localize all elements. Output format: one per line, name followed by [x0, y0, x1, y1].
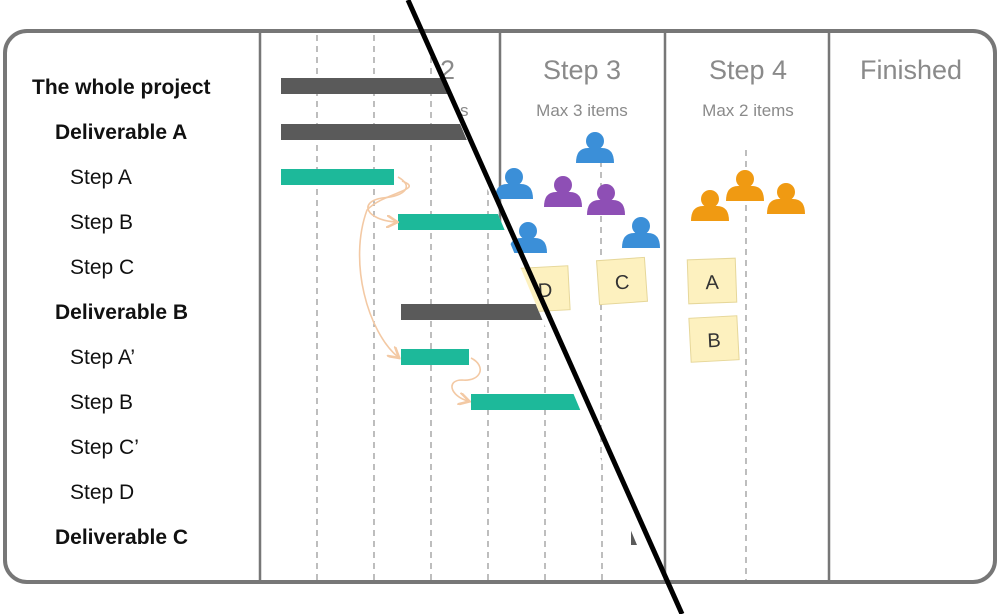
card-c: C	[595, 256, 649, 306]
column-title-finished: Finished	[860, 55, 962, 85]
split-divider-line	[405, 0, 685, 614]
task-label: Deliverable B	[55, 301, 188, 324]
task-label: Step C’	[70, 436, 139, 459]
dependency-arrows	[358, 176, 481, 401]
column-title-step-4: Step 4	[709, 55, 787, 85]
column-subtitle-step-2: s	[460, 101, 469, 120]
card-a-label: A	[705, 272, 720, 294]
bar-step-a	[281, 169, 394, 185]
gantt-half	[281, 35, 661, 580]
task-label: The whole project	[32, 76, 211, 99]
column-subtitle-step-3: Max 3 items	[536, 101, 628, 120]
bar-deliverable-b	[401, 304, 551, 320]
bar-step-b	[398, 214, 513, 230]
task-label: Step B	[70, 391, 133, 414]
kanban-cards: D C A B	[519, 256, 740, 363]
dependency-arrow	[451, 357, 481, 401]
kanban-wip-lines	[600, 150, 747, 580]
bar-step-a-prime	[401, 349, 469, 365]
bar-step-b-2	[471, 394, 591, 410]
task-label: Step A’	[70, 346, 135, 369]
task-label: Step D	[70, 481, 134, 504]
task-label: Step B	[70, 211, 133, 234]
task-label: Step A	[70, 166, 132, 189]
bar-deliverable-a	[281, 124, 471, 140]
card-c-label: C	[614, 272, 630, 295]
dependency-arrow	[358, 180, 411, 357]
column-subtitle-step-4: Max 2 items	[702, 101, 794, 120]
bar-whole-project	[281, 78, 451, 94]
column-title-step-3: Step 3	[543, 55, 621, 85]
dependency-arrow	[367, 176, 408, 222]
card-b-label: B	[707, 330, 721, 353]
task-labels: The whole project Deliverable A Step A S…	[32, 76, 211, 549]
task-label: Deliverable C	[55, 526, 188, 549]
task-label: Step C	[70, 256, 134, 279]
task-label: Deliverable A	[55, 121, 187, 144]
card-b: B	[688, 315, 740, 363]
kanban-half: 2 s Step 3 Max 3 items Step 4 Max 2 item…	[440, 33, 962, 580]
card-a: A	[686, 257, 738, 305]
